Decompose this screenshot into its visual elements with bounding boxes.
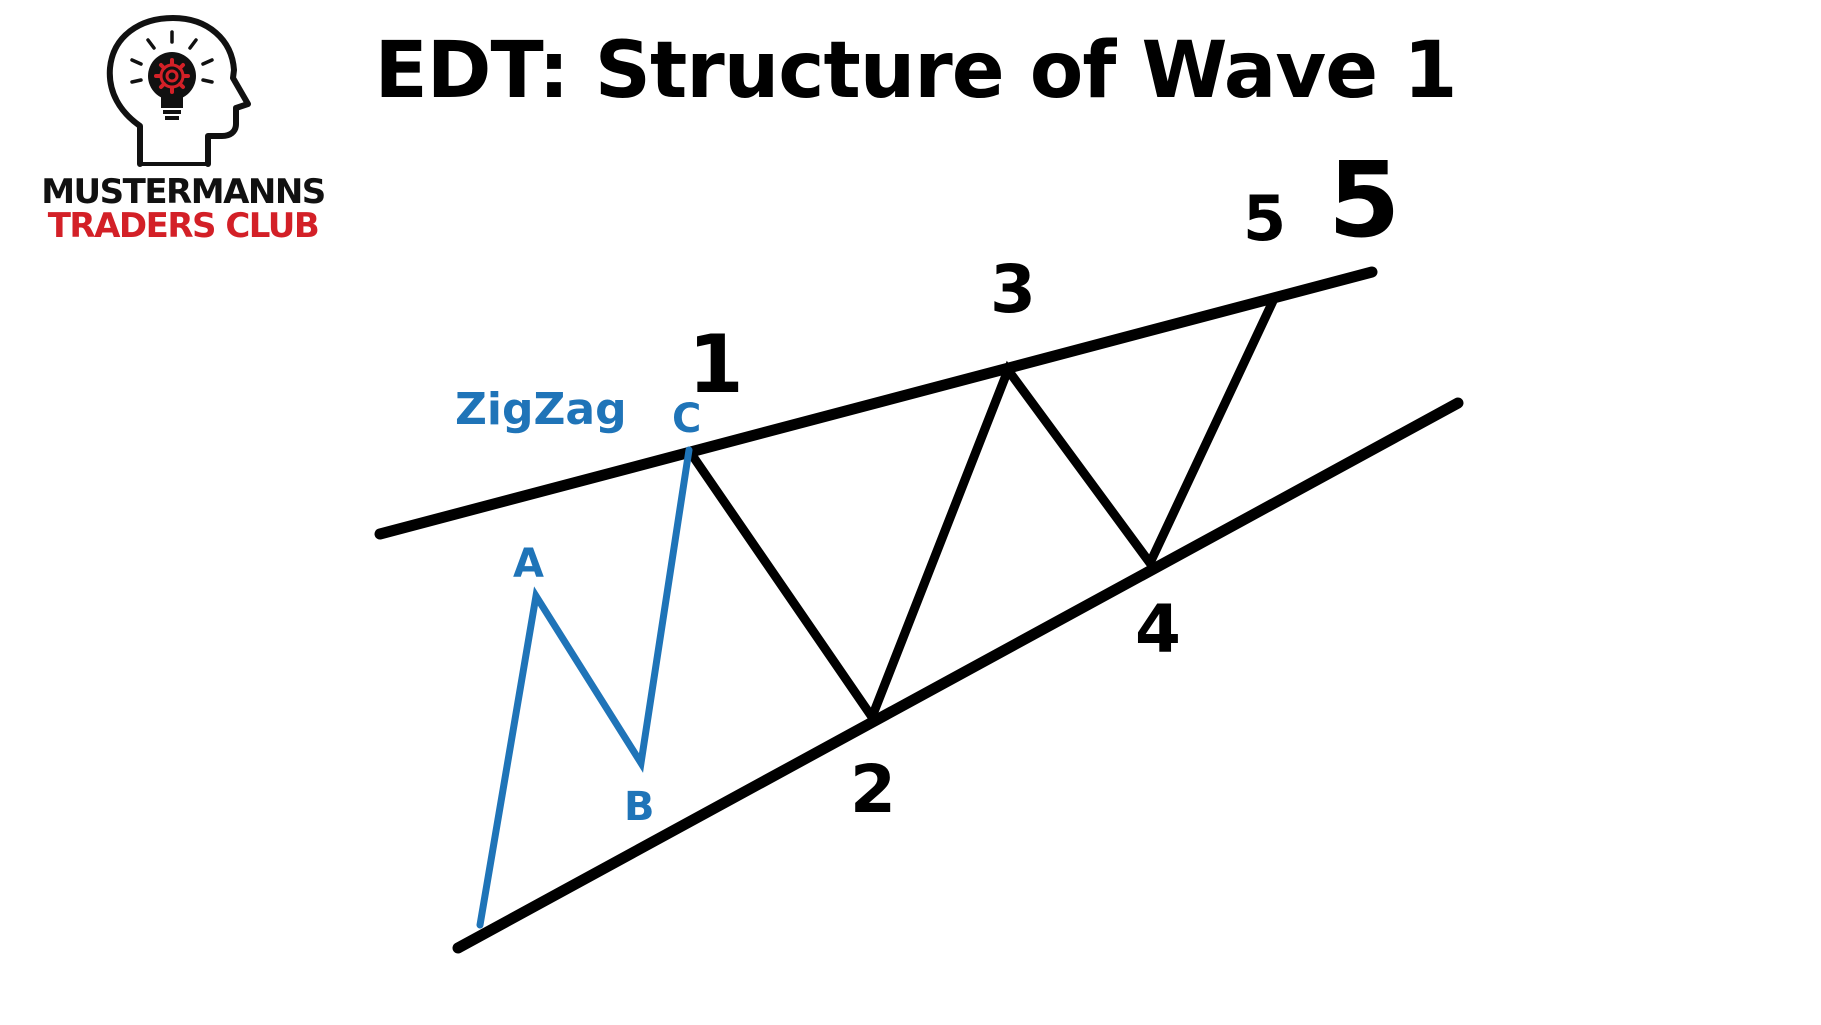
head-lightbulb-icon [106,15,251,167]
subwave-label-a: A [513,541,544,587]
zigzag-path [476,446,693,929]
wave-path [685,296,1278,727]
logo: MUSTERMANNS TRADERS CLUB [28,14,338,254]
upper-trendline [374,266,1378,540]
logo-text-line2: TRADERS CLUB [47,206,320,246]
page-title: EDT: Structure of Wave 1 [374,26,1457,116]
wave-label-5: 5 [1243,182,1286,255]
logo-text-line1: MUSTERMANNS [41,172,326,212]
lower-trendline [452,397,1464,954]
subwave-label-b: B [624,784,655,830]
wave-label-2: 2 [850,751,896,828]
wave-label-3: 3 [990,251,1036,328]
wave-end-label: 5 [1328,139,1400,261]
subwave-label-c: C [672,396,701,442]
wave-label-1: 1 [688,318,744,411]
wave-label-4: 4 [1135,591,1181,668]
zigzag-label: ZigZag [455,384,627,435]
